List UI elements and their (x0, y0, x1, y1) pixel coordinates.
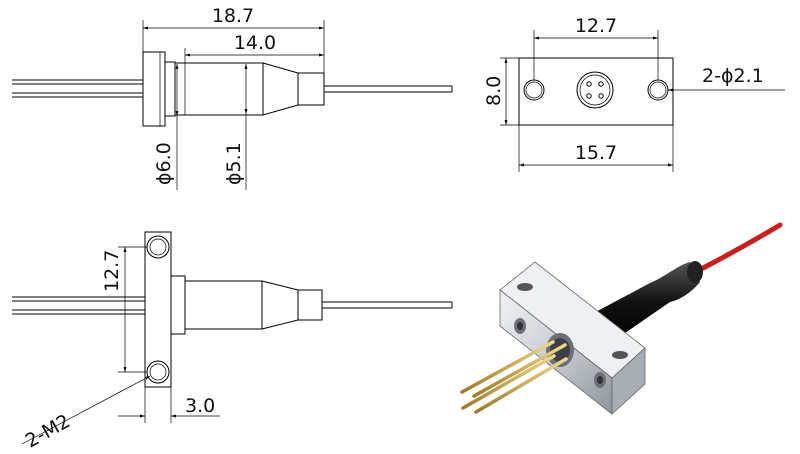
dim-hole-spacing: 12.7 (575, 15, 617, 37)
flange-side-view: 12.7 2-M2 3.0 (12, 231, 453, 452)
dim-flange-diameter: ϕ6.0 (153, 142, 175, 185)
dim-height: 8.0 (483, 76, 505, 106)
dim-body-diameter: ϕ5.1 (223, 142, 245, 185)
product-render (460, 222, 783, 415)
front-view: 12.7 8.0 2-ϕ2.1 15.7 (483, 15, 785, 172)
dim-flange-hole-spacing: 12.7 (101, 250, 123, 292)
dim-overall-length: 18.7 (212, 5, 254, 27)
dim-body-length: 14.0 (234, 32, 276, 54)
dim-width: 15.7 (575, 142, 617, 164)
dim-threads: 2-M2 (22, 410, 74, 452)
side-view: 18.7 14.0 ϕ6.0 ϕ5.1 (12, 5, 453, 190)
dim-holes: 2-ϕ2.1 (702, 65, 764, 87)
dim-flange-thickness: 3.0 (185, 395, 215, 417)
